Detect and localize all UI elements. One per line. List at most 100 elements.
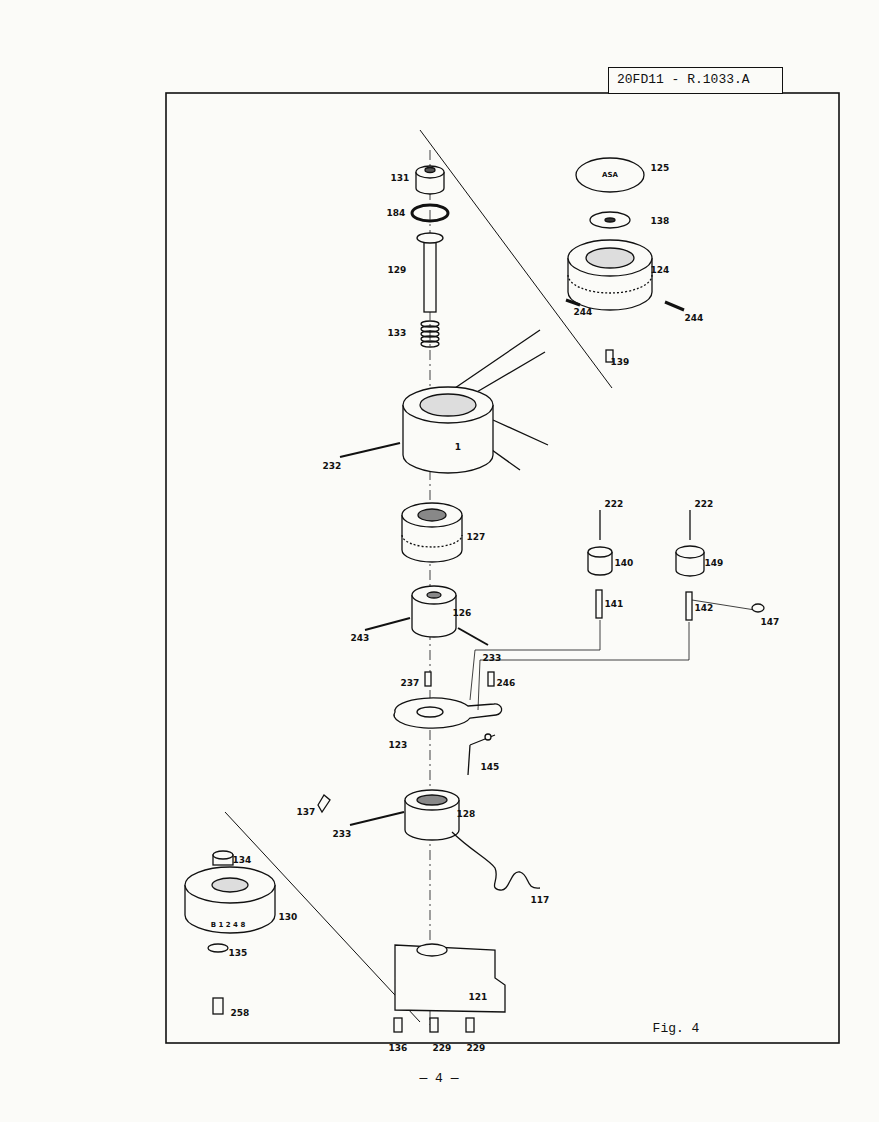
part-outline (395, 945, 505, 1012)
part-outline (340, 443, 400, 457)
part-outline (566, 300, 580, 305)
part-outline (417, 233, 443, 243)
callout-number: 246 (497, 679, 516, 688)
part-outline (689, 510, 690, 540)
part-outline (590, 212, 630, 228)
part-outline (752, 604, 764, 612)
callout-number: 125 (651, 164, 670, 173)
callout-number: 121 (469, 993, 488, 1002)
part-outline (166, 93, 839, 1043)
part-outline (596, 590, 602, 618)
part-outline (208, 944, 228, 952)
callout-number: 141 (605, 600, 624, 609)
callout-number: 233 (333, 830, 352, 839)
drawing-number: 20FD11 - R.1033.A (609, 68, 782, 91)
part-outline (420, 394, 476, 416)
callout-number: 229 (467, 1044, 486, 1053)
part-outline (318, 795, 330, 812)
callout-number: 222 (605, 500, 624, 509)
part-outline (418, 509, 446, 521)
part-outline (485, 734, 491, 740)
callout-number: 145 (481, 763, 500, 772)
part-outline (488, 672, 494, 686)
callout-number: 237 (401, 679, 420, 688)
callout-number: 135 (229, 949, 248, 958)
dial-marking: B 1 2 4 8 (211, 922, 246, 929)
page-number: — 4 — (419, 1072, 458, 1085)
part-outline (417, 795, 447, 805)
part-outline (455, 330, 545, 396)
callout-number: 244 (574, 308, 593, 317)
callout-number: 134 (233, 856, 252, 865)
part-outline (427, 592, 441, 598)
callout-number: 222 (695, 500, 714, 509)
part-outline (213, 998, 223, 1014)
part-outline (605, 218, 615, 222)
callout-number: 123 (389, 741, 408, 750)
part-outline (686, 592, 692, 620)
part-outline (365, 618, 410, 630)
part-outline (676, 546, 704, 558)
callout-number: 229 (433, 1044, 452, 1053)
part-outline (212, 878, 248, 892)
part-outline (568, 275, 652, 293)
part-outline (350, 812, 404, 825)
callout-number: 124 (651, 266, 670, 275)
part-outline (452, 832, 540, 890)
part-outline (394, 1018, 402, 1032)
callout-number: 147 (761, 618, 780, 627)
callout-number: 142 (695, 604, 714, 613)
dial-marking: ASA (602, 172, 618, 179)
part-outline (416, 166, 444, 178)
callout-number: 184 (387, 209, 406, 218)
part-outline (417, 707, 443, 717)
part-outline (430, 1018, 438, 1032)
part-outline (394, 698, 502, 728)
callout-number: 136 (389, 1044, 408, 1053)
callout-number: 258 (231, 1009, 250, 1018)
part-outline (421, 341, 439, 347)
part-outline (466, 1018, 474, 1032)
drawing-number-box: 20FD11 - R.1033.A (608, 67, 783, 94)
callout-number: 140 (615, 559, 634, 568)
part-outline (424, 240, 436, 312)
callout-number: 244 (685, 314, 704, 323)
callout-number: 117 (531, 896, 550, 905)
callout-number: 128 (457, 810, 476, 819)
part-outline (425, 672, 431, 686)
part-outline (412, 586, 456, 604)
callout-number: 233 (483, 654, 502, 663)
part-outline (478, 622, 689, 710)
part-outline (405, 790, 459, 810)
part-outline (568, 240, 652, 276)
part-outline (185, 867, 275, 903)
callout-number: 131 (391, 174, 410, 183)
callout-number: 243 (351, 634, 370, 643)
part-outline (213, 851, 233, 859)
part-outline (412, 205, 448, 221)
part-outline (458, 628, 488, 645)
part-outline (665, 302, 684, 310)
callout-number: 139 (611, 358, 630, 367)
figure-number: Fig. 4 (653, 1022, 700, 1035)
part-outline (417, 944, 447, 956)
callout-number: 127 (467, 533, 486, 542)
part-outline (402, 503, 462, 527)
callout-number: 232 (323, 462, 342, 471)
callout-number: 130 (279, 913, 298, 922)
part-outline (425, 168, 435, 173)
part-outline (599, 510, 600, 540)
part-outline (166, 93, 839, 1043)
callout-number: 137 (297, 808, 316, 817)
part-outline (403, 387, 493, 423)
callout-number: 138 (651, 217, 670, 226)
part-outline (402, 535, 462, 547)
part-outline (588, 547, 612, 557)
callout-number: 133 (388, 329, 407, 338)
callout-number: 149 (705, 559, 724, 568)
callout-number: 1 (455, 443, 461, 452)
callout-number: 129 (388, 266, 407, 275)
part-outline (586, 248, 634, 268)
part-outline (576, 158, 644, 192)
